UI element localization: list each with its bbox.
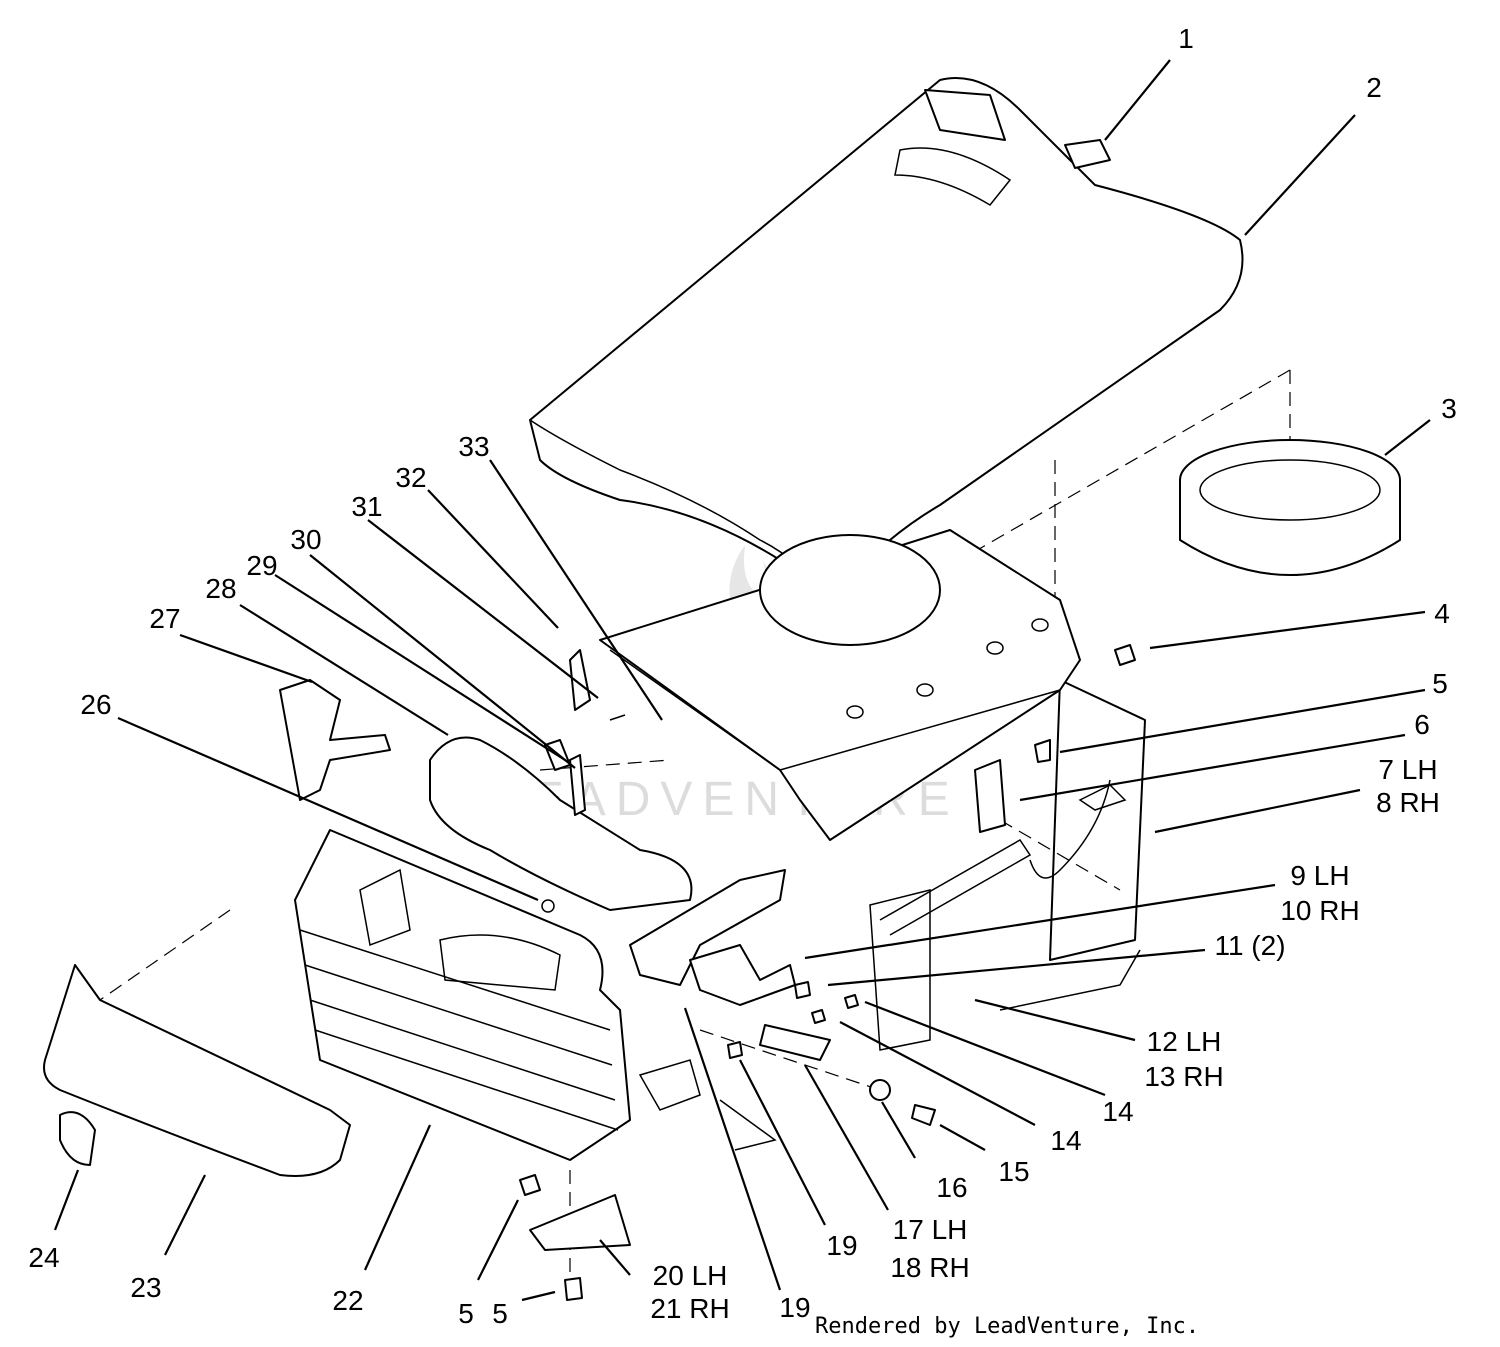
hood-latch-part-1: [1064, 139, 1111, 169]
nut-19: [727, 1041, 743, 1059]
front-bumper: [43, 964, 351, 1177]
callout-4: 4: [1434, 598, 1450, 629]
callout-7-lh: 7 LH: [1378, 754, 1437, 785]
bolt-15: [911, 1104, 936, 1126]
hood: [529, 77, 1244, 601]
callout-29: 29: [246, 550, 277, 581]
air-filter-ring: [1179, 439, 1401, 576]
part-5-screw: [1034, 739, 1051, 763]
callout-3: 3: [1441, 393, 1457, 424]
callout-12-lh: 12 LH: [1147, 1026, 1222, 1057]
callout-24: 24: [28, 1242, 59, 1273]
callout-5: 5: [1432, 668, 1448, 699]
lower-bracket: [519, 1174, 631, 1301]
screw-33: [609, 714, 626, 721]
callout-19-upper: 19: [826, 1230, 857, 1261]
callout-9-lh: 9 LH: [1290, 860, 1349, 891]
upper-left-brackets: [279, 649, 693, 911]
bracket-27: [279, 679, 391, 801]
nut-14a: [844, 994, 859, 1009]
nut-14b: [811, 1009, 826, 1024]
callout-11: 11 (2): [1214, 930, 1285, 961]
render-credit: Rendered by LeadVenture, Inc.: [815, 1314, 1199, 1339]
bolt-11: [794, 981, 811, 999]
grille-support-frame: [629, 869, 936, 1126]
callout-17-lh: 17 LH: [893, 1214, 968, 1245]
bracket-17: [759, 1024, 831, 1061]
callout-32: 32: [395, 462, 426, 493]
callout-8-rh: 8 RH: [1376, 787, 1440, 818]
grille-housing: [599, 529, 1081, 841]
callout-22: 22: [332, 1285, 363, 1316]
callout-labels: 1 2 3 4 5 6 7 LH 8 RH 9 LH 10 RH 11 (2) …: [28, 23, 1456, 1329]
callout-19-lower: 19: [779, 1292, 810, 1323]
callout-20-lh: 20 LH: [653, 1260, 728, 1291]
callout-1: 1: [1178, 23, 1194, 54]
callout-18-rh: 18 RH: [890, 1252, 969, 1283]
callout-15: 15: [998, 1156, 1029, 1187]
callout-2: 2: [1366, 72, 1382, 103]
callout-31: 31: [351, 491, 382, 522]
callout-21-rh: 21 RH: [650, 1293, 729, 1324]
leader-lines: [53, 59, 1431, 1302]
callout-10-rh: 10 RH: [1280, 895, 1359, 926]
screw-5-upper: [519, 1174, 541, 1196]
screw-5-lower: [564, 1277, 583, 1301]
callout-16: 16: [936, 1172, 967, 1203]
callout-27: 27: [149, 603, 180, 634]
hardware-right: [974, 644, 1136, 833]
callout-14-upper: 14: [1102, 1096, 1133, 1127]
callout-26: 26: [80, 689, 111, 720]
bracket-20: [529, 1194, 631, 1251]
part-6-pad: [974, 759, 1006, 833]
washer-16: [869, 1079, 891, 1101]
front-grille: [294, 829, 631, 1161]
part-4-nut: [1114, 644, 1136, 666]
latch-spring-32: [569, 649, 591, 711]
callout-5-left: 5: [458, 1298, 474, 1329]
pin-30: [569, 754, 586, 816]
callout-5-right: 5: [492, 1298, 508, 1329]
callout-6: 6: [1414, 709, 1430, 740]
callout-14-lower: 14: [1050, 1125, 1081, 1156]
callout-23: 23: [130, 1272, 161, 1303]
callout-33: 33: [458, 431, 489, 462]
duct-28: [429, 736, 693, 911]
callout-13-rh: 13 RH: [1144, 1061, 1223, 1092]
callout-28: 28: [205, 573, 236, 604]
emblem-24: [59, 1111, 96, 1166]
callout-30: 30: [290, 524, 321, 555]
